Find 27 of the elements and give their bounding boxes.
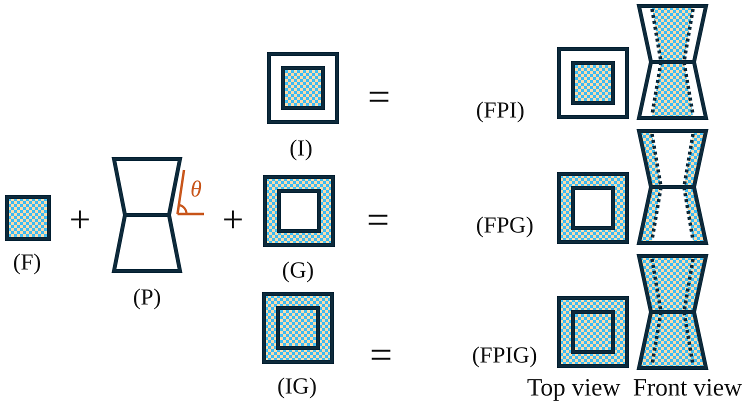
shape-caption: (FPG)	[476, 214, 534, 236]
equals-sign: =	[370, 335, 392, 375]
equals-sign: =	[368, 77, 390, 117]
shape-caption: (G)	[282, 258, 314, 282]
top-view-square	[557, 296, 629, 368]
front-view-hourglass	[637, 254, 708, 370]
top-view-square	[557, 47, 629, 119]
shape-caption: (I)	[290, 136, 312, 160]
plus-sign: +	[222, 201, 244, 239]
front-view-hourglass	[637, 4, 708, 120]
equals-sign: =	[366, 200, 390, 240]
front-view-hourglass	[637, 129, 708, 245]
shape-caption: (P)	[132, 286, 162, 308]
shape-caption: (FPIG)	[472, 344, 538, 366]
angle-label: θ	[190, 178, 202, 200]
square-frame	[267, 52, 339, 124]
plus-sign: +	[69, 201, 91, 239]
shape-caption: (FPI)	[476, 98, 525, 122]
patterned-square	[5, 195, 51, 241]
shape-caption: (IG)	[277, 374, 317, 398]
square-frame	[262, 292, 334, 364]
view-label: Front view	[633, 376, 742, 400]
hourglass-outline	[112, 157, 182, 273]
top-view-square	[557, 172, 629, 244]
view-label: Top view	[527, 376, 620, 400]
square-frame	[263, 175, 335, 247]
shape-caption: (F)	[12, 250, 42, 274]
